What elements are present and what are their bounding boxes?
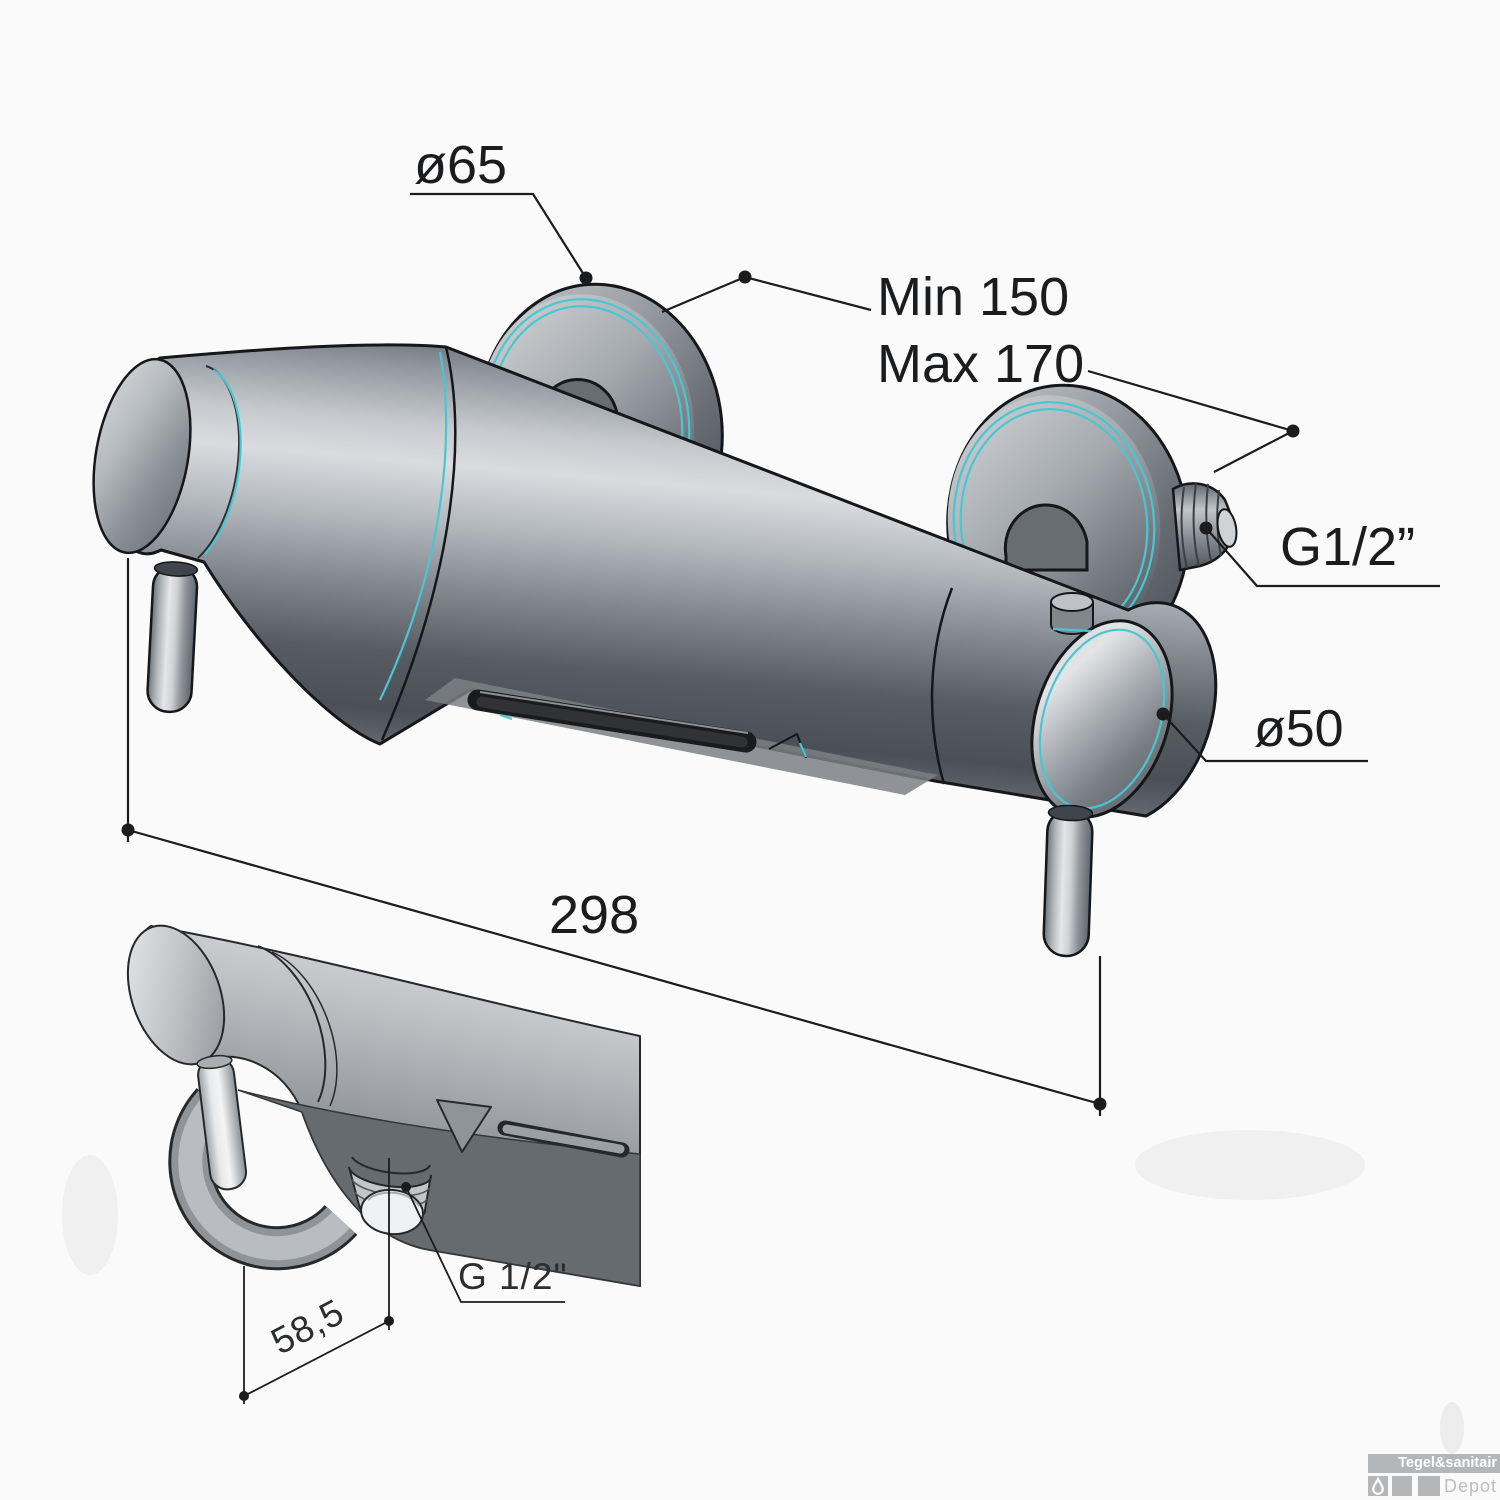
detail-notch [436,1099,492,1153]
leader-min [661,275,872,314]
detail-wall-plate [168,1088,358,1271]
spout-slot [467,689,757,753]
watermark-tile [1392,1476,1412,1496]
dimension-label-projection-max: Max 170 [877,334,1085,394]
dimension-585 [243,1320,390,1397]
watermark-tile [1418,1476,1440,1496]
temperature-knob [1050,592,1094,635]
right-plate-hole [1003,503,1089,572]
dimension-label-total-width: 298 [549,885,640,945]
right-handle-lever [1042,804,1094,958]
detail-handle-lever [196,1054,248,1191]
leader-g12 [1205,527,1440,588]
main-view [92,282,1238,958]
dimension-label-thread: G1/2” [1280,517,1416,577]
water-drop-icon [1372,1476,1384,1495]
paper-shadows [62,1130,1464,1454]
leader-d50 [1162,713,1368,763]
faucet-body [92,343,1218,819]
leader-g12-detail [405,1186,565,1303]
left-handle-lever [146,561,199,714]
leader-d65 [410,192,587,279]
watermark-logo: Tegel&sanitair Depot [1368,1454,1500,1498]
watermark-drop-tile [1368,1476,1388,1496]
watermark-brand: Tegel&sanitair [1368,1454,1500,1473]
dimension-label-projection: Min 150 Max 170 [877,264,1084,398]
dimension-label-body-diameter: ø50 [1254,700,1344,758]
detail-outlet [348,1156,433,1236]
dimension-dots [121,270,1300,1401]
detail-underside [237,1089,641,1287]
left-end-cap [92,357,192,555]
dimension-label-outlet-thread: G 1/2" [458,1256,568,1297]
detail-slot [497,1120,630,1158]
thread-connector [1171,482,1238,572]
detail-view [126,924,641,1287]
watermark-sub-brand: Depot [1444,1476,1498,1496]
dimension-298 [127,828,1101,1106]
dimension-label-projection-min: Min 150 [877,267,1070,327]
dimension-label-plate-diameter: ø65 [414,135,508,195]
